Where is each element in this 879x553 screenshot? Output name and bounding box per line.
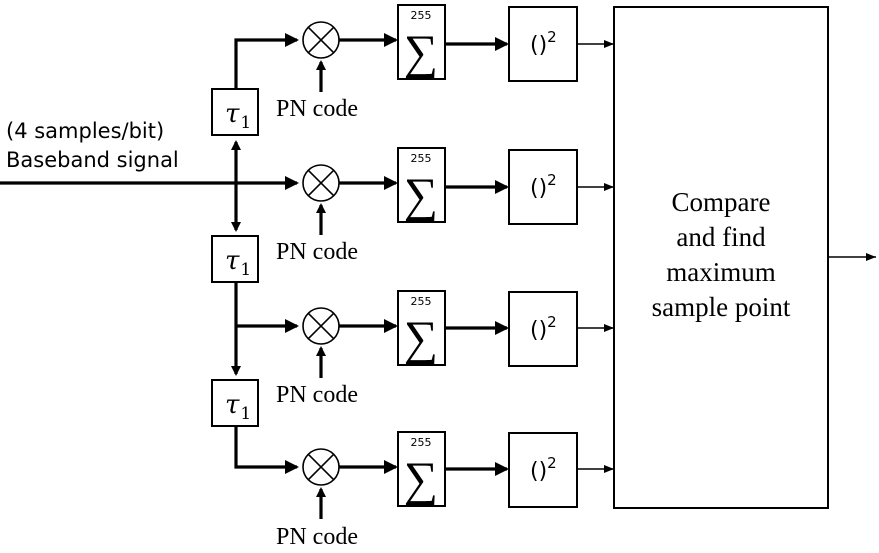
summation-upper-limit: 255: [411, 436, 432, 449]
multiplier-icon: [302, 164, 340, 202]
input-label-rate: (4 samples/bit): [6, 119, 164, 143]
summation-icon: ∑: [404, 26, 438, 79]
compare-line-1: Compare: [672, 187, 771, 217]
svg-text:()2: ()2: [530, 313, 557, 343]
summation-icon: ∑: [404, 453, 438, 506]
compare-max-block: Compare and find maximum sample point: [613, 6, 829, 509]
multiplier-icon: [302, 307, 340, 345]
branch-1: PN code 255 ∑ ()2: [276, 4, 614, 122]
branch-2: PN code 255 ∑ ()2: [276, 147, 614, 265]
square-block: ()2: [508, 432, 578, 508]
delay-block-3: τ1: [211, 379, 259, 427]
summation-upper-limit: 255: [411, 152, 432, 165]
summation-block: 255 ∑: [397, 147, 446, 223]
square-block: ()2: [508, 291, 578, 367]
svg-text:τ1: τ1: [225, 246, 251, 280]
pn-code-label: PN code: [276, 239, 358, 265]
summation-block: 255 ∑: [397, 290, 446, 366]
branch-4: PN code 255 ∑ ()2: [276, 431, 614, 550]
pn-code-label: PN code: [276, 96, 358, 122]
svg-text:τ1: τ1: [225, 390, 251, 424]
pn-code-label: PN code: [276, 524, 358, 550]
summation-upper-limit: 255: [411, 9, 432, 22]
summation-block: 255 ∑: [397, 4, 446, 80]
branch-1-feed: [234, 33, 299, 89]
square-block: ()2: [508, 149, 578, 225]
compare-line-3: maximum: [666, 257, 776, 287]
compare-line-2: and find: [676, 222, 766, 252]
compare-line-4: sample point: [652, 292, 791, 322]
input-label-signal: Baseband signal: [6, 148, 179, 172]
svg-text:()2: ()2: [530, 28, 557, 58]
multiplier-icon: [302, 21, 340, 59]
summation-block: 255 ∑: [397, 431, 446, 507]
svg-text:()2: ()2: [530, 454, 557, 484]
delay-block-1: τ1: [211, 88, 259, 136]
svg-text:τ1: τ1: [225, 99, 251, 133]
summation-icon: ∑: [404, 312, 438, 365]
summation-upper-limit: 255: [411, 295, 432, 308]
multiplier-icon: [302, 448, 340, 486]
branch-4-feed: [234, 426, 299, 474]
summation-icon: ∑: [404, 169, 438, 222]
delay-block-2: τ1: [211, 235, 259, 283]
pn-code-label: PN code: [276, 382, 358, 408]
branch-3: PN code 255 ∑ ()2: [276, 290, 614, 408]
svg-text:()2: ()2: [530, 171, 557, 201]
square-block: ()2: [508, 6, 578, 82]
